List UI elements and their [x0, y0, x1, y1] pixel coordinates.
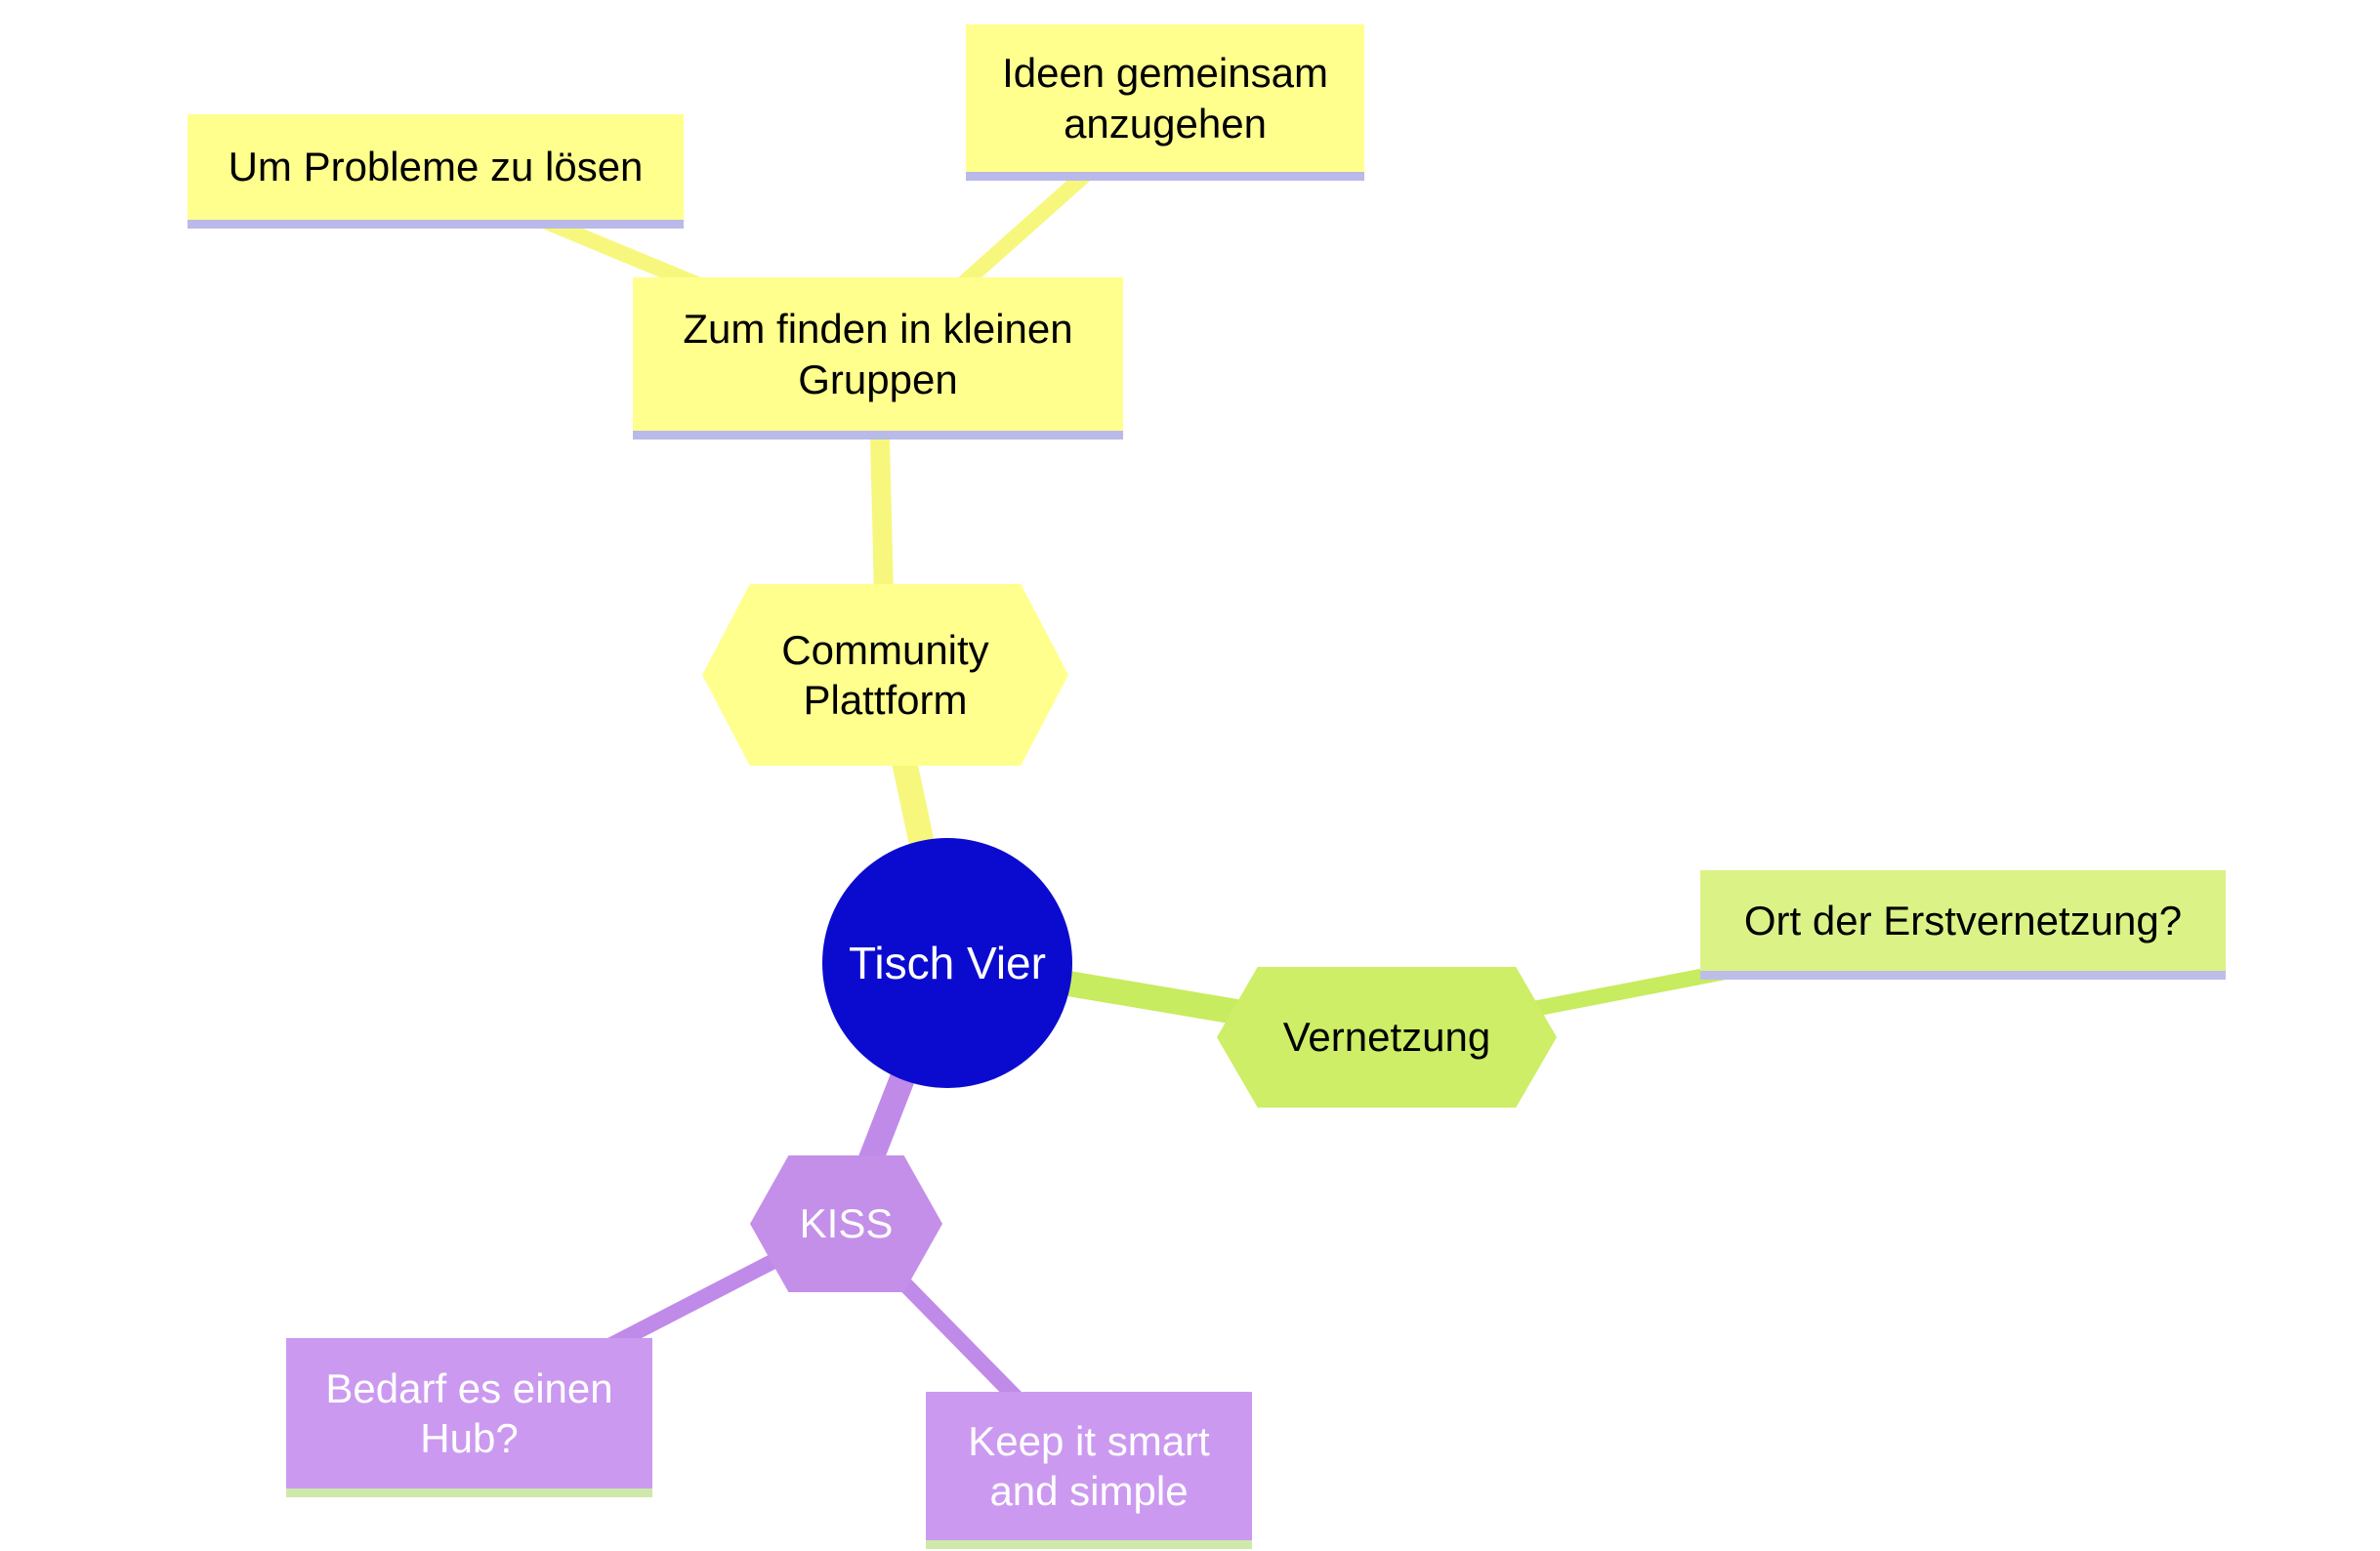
node-kiss[interactable]: KISS [750, 1155, 942, 1292]
node-community-plattform[interactable]: Community Plattform [702, 584, 1068, 766]
node-bedarf-hub[interactable]: Bedarf es einen Hub? [286, 1338, 652, 1497]
node-root-tisch-vier[interactable]: Tisch Vier [822, 838, 1072, 1088]
node-zum-finden[interactable]: Zum finden in kleinen Gruppen [633, 277, 1123, 440]
node-ideen-gemeinsam[interactable]: Ideen gemeinsam anzugehen [966, 24, 1364, 181]
node-um-probleme[interactable]: Um Probleme zu lösen [188, 114, 684, 229]
node-keep-it-smart[interactable]: Keep it smart and simple [926, 1392, 1252, 1549]
node-ort-der-erstvernetzung[interactable]: Ort der Erstvernetzung? [1700, 870, 2226, 980]
node-vernetzung[interactable]: Vernetzung [1217, 967, 1557, 1108]
